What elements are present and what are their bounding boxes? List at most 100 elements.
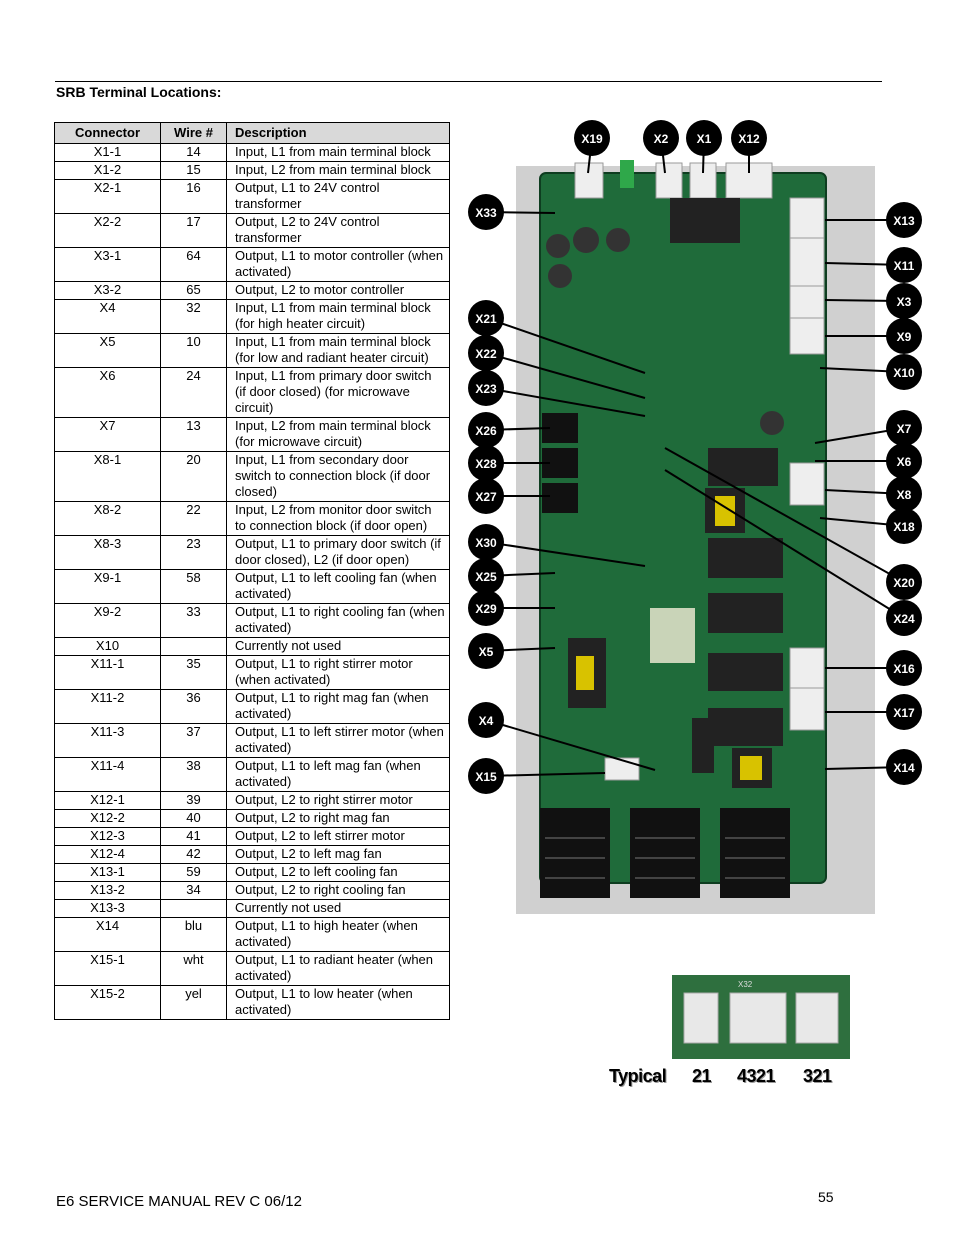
callout-label: X22: [475, 347, 497, 361]
connector-cell: X3-1: [54, 247, 161, 282]
wire-cell: 17: [160, 213, 227, 248]
wire-cell: 37: [160, 723, 227, 758]
wire-cell: 42: [160, 845, 227, 864]
section-title: SRB Terminal Locations:: [56, 84, 222, 100]
connector-cell: X11-3: [54, 723, 161, 758]
callout-label: X3: [897, 295, 912, 309]
callout-x8: X8: [824, 476, 922, 512]
callout-x13: X13: [825, 202, 922, 238]
wire-cell: 59: [160, 863, 227, 882]
wire-cell: 15: [160, 161, 227, 180]
callout-label: X25: [475, 570, 497, 584]
header-rule: [55, 81, 882, 82]
header-wire: Wire #: [160, 122, 227, 144]
wire-cell: 64: [160, 247, 227, 282]
description-cell: Currently not used: [226, 899, 450, 918]
callout-x20: X20: [664, 447, 922, 600]
callout-label: X33: [475, 206, 497, 220]
description-cell: Output, L2 to right stirrer motor: [226, 791, 450, 810]
connector-cell: X6: [54, 367, 161, 418]
connector-cell: X10: [54, 637, 161, 656]
wire-cell: 23: [160, 535, 227, 570]
callout-x15: X15: [468, 758, 606, 794]
callout-x23: X23: [468, 370, 646, 417]
description-cell: Output, L1 to low heater (when activated…: [226, 985, 450, 1020]
callout-x2: X2: [643, 120, 679, 174]
table-header-row: Connector Wire # Description: [54, 122, 450, 144]
wire-cell: 36: [160, 689, 227, 724]
wire-cell: [160, 637, 227, 656]
description-cell: Output, L1 to left cooling fan (when act…: [226, 569, 450, 604]
description-cell: Output, L2 to left mag fan: [226, 845, 450, 864]
connector-cell: X9-2: [54, 603, 161, 638]
connector-cell: X8-3: [54, 535, 161, 570]
wire-cell: 16: [160, 179, 227, 214]
wire-cell: blu: [160, 917, 227, 952]
wire-cell: 41: [160, 827, 227, 846]
wire-cell: 14: [160, 143, 227, 162]
callout-x5: X5: [468, 633, 556, 669]
callout-x25: X25: [468, 558, 556, 594]
callout-x28: X28: [468, 445, 550, 481]
callout-x18: X18: [819, 508, 922, 544]
callout-x1: X1: [686, 120, 722, 174]
description-cell: Output, L2 to right cooling fan: [226, 881, 450, 900]
callout-label: X30: [475, 536, 497, 550]
callout-x29: X29: [468, 590, 555, 626]
callout-x14: X14: [824, 749, 922, 785]
callout-x33: X33: [468, 194, 556, 230]
description-cell: Output, L1 to left mag fan (when activat…: [226, 757, 450, 792]
description-cell: Input, L1 from main terminal block: [226, 143, 450, 162]
callout-label: X28: [475, 457, 497, 471]
wire-cell: [160, 899, 227, 918]
connector-cell: X3-2: [54, 281, 161, 300]
description-cell: Output, L1 to motor controller (when act…: [226, 247, 450, 282]
connector-cell: X9-1: [54, 569, 161, 604]
connector-cell: X11-2: [54, 689, 161, 724]
connector-cell: X12-2: [54, 809, 161, 828]
callout-x19: X19: [574, 120, 610, 174]
header-description: Description: [226, 122, 450, 144]
connector-cell: X14: [54, 917, 161, 952]
callout-x7: X7: [814, 410, 922, 446]
typical-label: Typical: [609, 1066, 667, 1086]
callout-label: X9: [897, 330, 912, 344]
wire-cell: 20: [160, 451, 227, 502]
description-cell: Currently not used: [226, 637, 450, 656]
callout-label: X15: [475, 770, 497, 784]
description-cell: Output, L1 to radiant heater (when activ…: [226, 951, 450, 986]
description-cell: Output, L2 to right mag fan: [226, 809, 450, 828]
description-cell: Input, L2 from monitor door switch to co…: [226, 501, 450, 536]
connector-cell: X1-2: [54, 161, 161, 180]
typical-pin-4321: 4321: [737, 1066, 776, 1086]
connector-cell: X15-2: [54, 985, 161, 1020]
table-row: X10 Currently not used: [54, 637, 450, 656]
callout-label: X13: [893, 214, 915, 228]
callout-x24: X24: [664, 469, 922, 636]
connector-cell: X2-2: [54, 213, 161, 248]
callout-x26: X26: [468, 412, 551, 448]
connector-cell: X13-2: [54, 881, 161, 900]
callout-label: X23: [475, 382, 497, 396]
wire-cell: 13: [160, 417, 227, 452]
wire-cell: 22: [160, 501, 227, 536]
callout-label: X6: [897, 455, 912, 469]
wire-cell: 39: [160, 791, 227, 810]
callout-x30: X30: [468, 524, 646, 567]
